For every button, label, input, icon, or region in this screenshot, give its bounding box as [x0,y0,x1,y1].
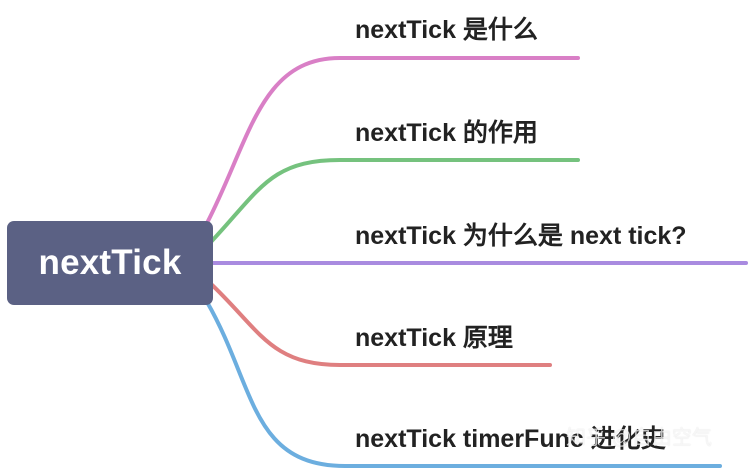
branch-connector-principle [208,281,552,367]
root-node-label: nextTick [38,243,182,282]
branch-connector-what-is [205,56,580,225]
branch-label-timerfunc-history[interactable]: nextTick timerFunc 进化史 [355,425,666,453]
branch-connector-purpose [208,158,580,245]
branch-label-why-next-tick[interactable]: nextTick 为什么是 next tick? [355,222,687,250]
branch-label-purpose[interactable]: nextTick 的作用 [355,119,538,147]
branch-label-principle[interactable]: nextTick 原理 [355,324,513,352]
root-node[interactable]: nextTick [7,221,213,305]
branch-label-what-is[interactable]: nextTick 是什么 [355,16,538,44]
branch-connector-timerfunc-history [205,300,722,468]
watermark: 知乎 @自由空气 [566,427,712,449]
